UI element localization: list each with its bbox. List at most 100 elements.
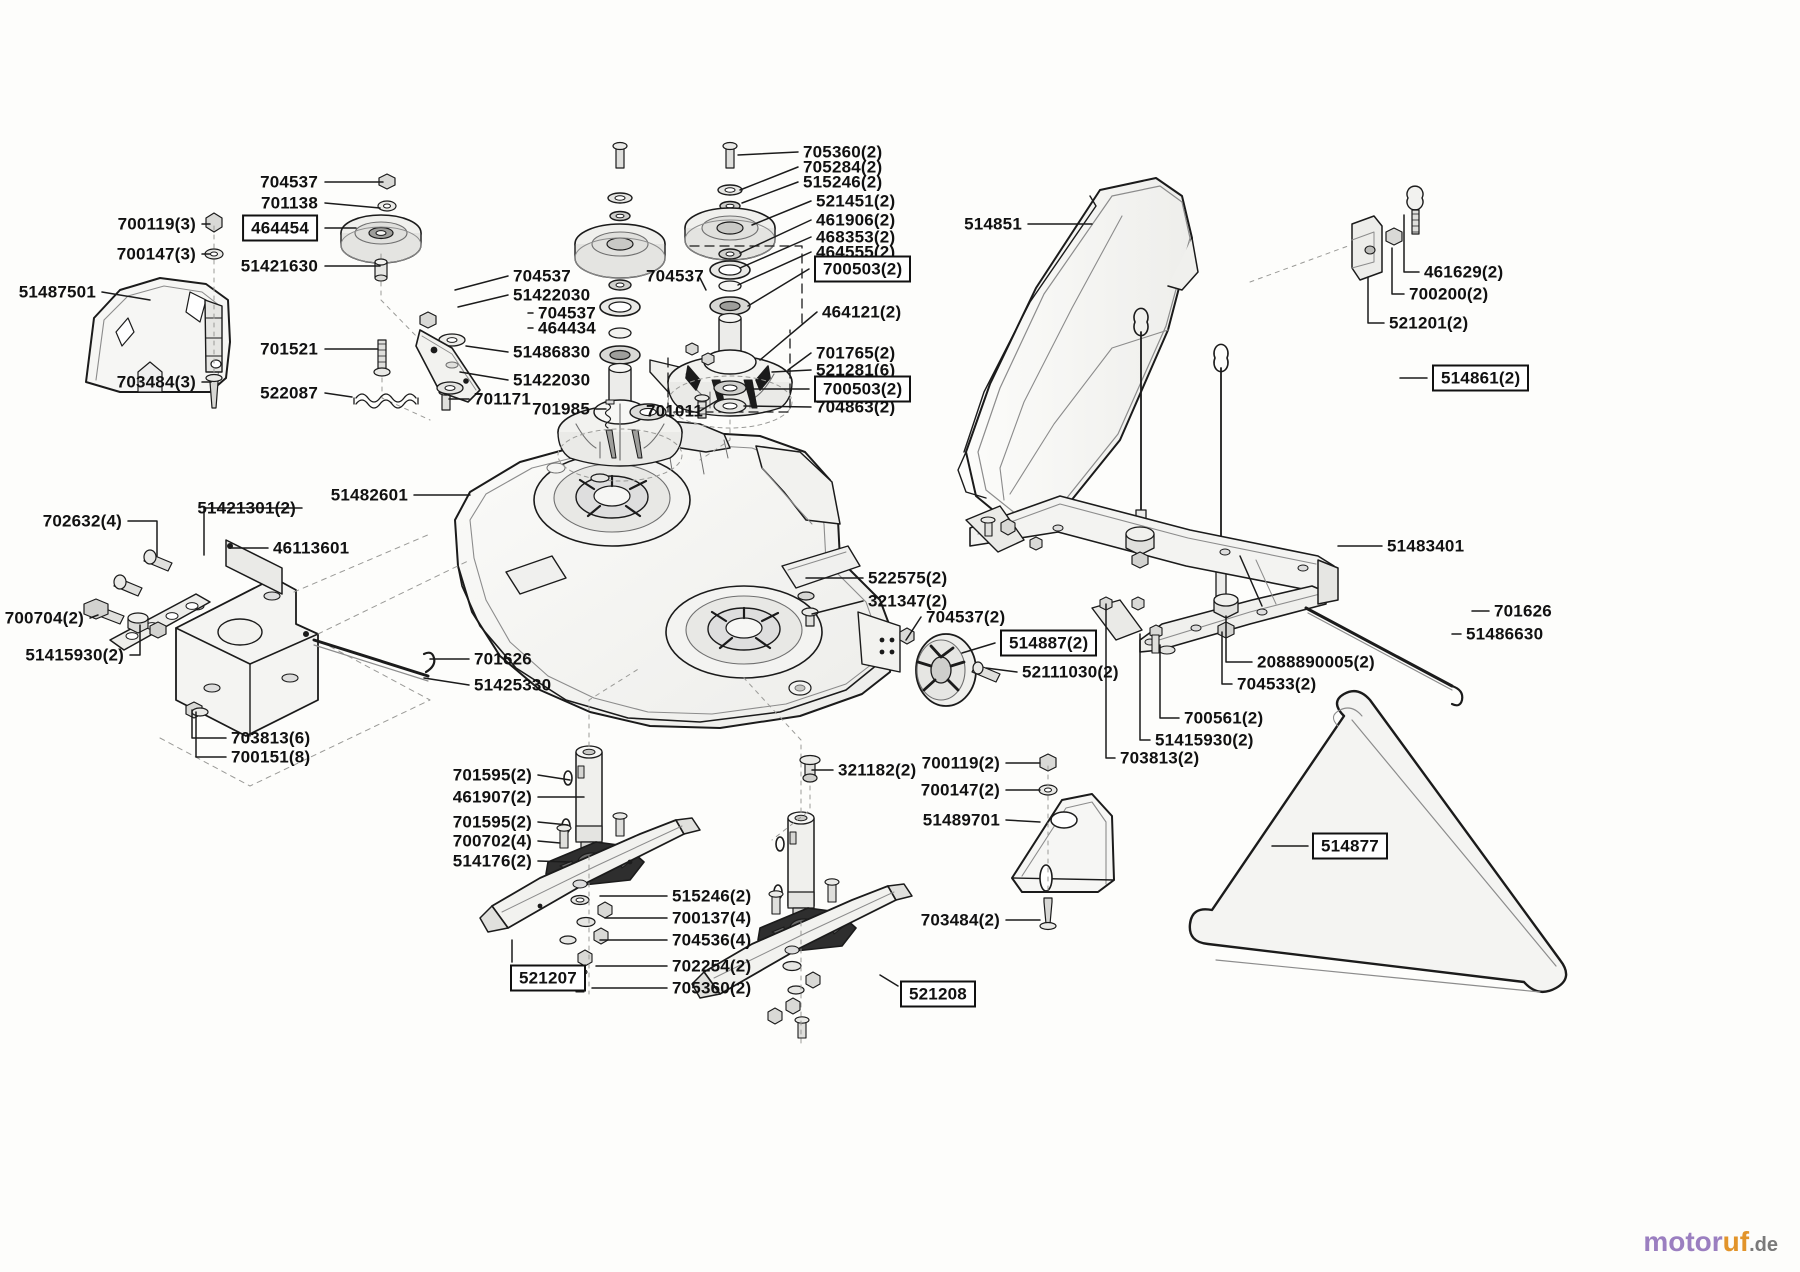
part-label-7034842[interactable]: 703484(2) bbox=[920, 910, 1000, 930]
part-label-701985[interactable]: 701985 bbox=[532, 399, 590, 419]
part-label-7053602[interactable]: 705360(2) bbox=[672, 978, 752, 998]
part-label-51425330[interactable]: 51425330 bbox=[474, 675, 552, 695]
part-label-5152462[interactable]: 515246(2) bbox=[803, 172, 883, 192]
part-label-7034843[interactable]: 703484(3) bbox=[116, 372, 196, 392]
part-label-3211822[interactable]: 321182(2) bbox=[838, 760, 917, 780]
part-label-7053602[interactable]: 705360(2) bbox=[803, 142, 883, 162]
leader-line bbox=[537, 821, 569, 826]
leader-line bbox=[203, 507, 303, 556]
part-label-7001472[interactable]: 700147(2) bbox=[920, 780, 1000, 800]
part-label-51422030[interactable]: 51422030 bbox=[513, 285, 591, 305]
part-label-704537[interactable]: 704537 bbox=[538, 303, 596, 323]
part-label-701138[interactable]: 701138 bbox=[261, 193, 318, 213]
leader-line bbox=[747, 268, 810, 307]
part-label-704537[interactable]: 704537 bbox=[260, 172, 318, 192]
part-label-7017652[interactable]: 701765(2) bbox=[816, 343, 896, 363]
part-label-3213472[interactable]: 321347(2) bbox=[868, 591, 948, 611]
part-label-51487501[interactable]: 51487501 bbox=[18, 282, 96, 302]
part-label-46113601[interactable]: 46113601 bbox=[273, 538, 350, 558]
blade-assembly-right bbox=[691, 677, 913, 1047]
part-label-701626[interactable]: 701626 bbox=[1494, 601, 1552, 621]
watermark: motoruf.de bbox=[1643, 1226, 1778, 1258]
part-label-7045364[interactable]: 704536(4) bbox=[672, 930, 752, 950]
part-label-51483401[interactable]: 51483401 bbox=[1387, 536, 1465, 556]
part-label-7001192[interactable]: 700119(2) bbox=[921, 753, 1000, 773]
part-label-7005612[interactable]: 700561(2) bbox=[1184, 708, 1264, 728]
part-label-464434[interactable]: 464434 bbox=[538, 318, 596, 338]
part-label-7038132[interactable]: 703813(2) bbox=[1120, 748, 1200, 768]
part-label-514159302[interactable]: 51415930(2) bbox=[1155, 730, 1254, 750]
leader-line bbox=[1225, 615, 1253, 663]
part-label-4616292[interactable]: 461629(2) bbox=[1424, 262, 1504, 282]
part-label-5152462[interactable]: 515246(2) bbox=[672, 886, 752, 906]
part-label-4683532[interactable]: 468353(2) bbox=[816, 227, 896, 247]
part-label-521207[interactable]: 521207 bbox=[510, 964, 586, 992]
part-label-701521[interactable]: 701521 bbox=[260, 339, 318, 359]
leader-line bbox=[737, 151, 799, 156]
part-label-514159302[interactable]: 51415930(2) bbox=[25, 645, 124, 665]
part-label-7052842[interactable]: 705284(2) bbox=[803, 157, 883, 177]
part-label-514851[interactable]: 514851 bbox=[964, 214, 1022, 234]
part-label-7015952[interactable]: 701595(2) bbox=[452, 812, 532, 832]
part-label-51422030[interactable]: 51422030 bbox=[513, 370, 591, 390]
part-label-704537[interactable]: 704537 bbox=[646, 266, 704, 286]
leader-line bbox=[537, 774, 571, 781]
part-label-701171[interactable]: 701171 bbox=[474, 389, 531, 409]
leader-line bbox=[454, 275, 509, 291]
leader-line bbox=[537, 860, 571, 863]
part-label-7007042[interactable]: 700704(2) bbox=[4, 608, 84, 628]
part-label-7001518[interactable]: 700151(8) bbox=[231, 747, 311, 767]
part-label-5141762[interactable]: 514176(2) bbox=[452, 851, 532, 871]
part-label-7001193[interactable]: 700119(3) bbox=[117, 214, 196, 234]
part-label-51421630[interactable]: 51421630 bbox=[240, 256, 318, 276]
part-label-7045332[interactable]: 704533(2) bbox=[1237, 674, 1317, 694]
leader-line bbox=[129, 624, 141, 656]
part-label-5225752[interactable]: 522575(2) bbox=[868, 568, 948, 588]
part-label-7007024[interactable]: 700702(4) bbox=[452, 831, 532, 851]
leader-line bbox=[324, 392, 353, 398]
part-label-521208[interactable]: 521208 bbox=[900, 980, 976, 1008]
part-label-4641212[interactable]: 464121(2) bbox=[822, 302, 902, 322]
leader-line bbox=[1005, 819, 1041, 823]
part-label-7015952[interactable]: 701595(2) bbox=[452, 765, 532, 785]
part-label-5214512[interactable]: 521451(2) bbox=[816, 191, 896, 211]
part-label-701011[interactable]: 701011 bbox=[646, 401, 703, 421]
leader-line bbox=[101, 291, 151, 301]
part-label-701626[interactable]: 701626 bbox=[474, 649, 532, 669]
part-label-51489701[interactable]: 51489701 bbox=[922, 810, 1000, 830]
part-label-514213012[interactable]: 51421301(2) bbox=[197, 498, 296, 518]
part-label-7005032[interactable]: 700503(2) bbox=[814, 375, 912, 403]
part-label-514877[interactable]: 514877 bbox=[1312, 832, 1388, 860]
part-label-7026324[interactable]: 702632(4) bbox=[42, 511, 122, 531]
part-label-7001473[interactable]: 700147(3) bbox=[116, 244, 196, 264]
part-label-7001374[interactable]: 700137(4) bbox=[672, 908, 752, 928]
part-label-51486830[interactable]: 51486830 bbox=[513, 342, 591, 362]
part-label-51482601[interactable]: 51482601 bbox=[330, 485, 408, 505]
leader-line bbox=[537, 840, 561, 844]
part-label-51486630[interactable]: 51486630 bbox=[1466, 624, 1544, 644]
part-label-521110302[interactable]: 52111030(2) bbox=[1022, 662, 1119, 682]
part-label-7022542[interactable]: 702254(2) bbox=[672, 956, 752, 976]
leader-line bbox=[1403, 214, 1420, 273]
part-label-5212012[interactable]: 521201(2) bbox=[1389, 313, 1469, 333]
part-label-20888900052[interactable]: 2088890005(2) bbox=[1257, 652, 1375, 672]
part-label-4619062[interactable]: 461906(2) bbox=[816, 210, 896, 230]
part-label-7038136[interactable]: 703813(6) bbox=[231, 728, 311, 748]
part-label-5212816[interactable]: 521281(6) bbox=[816, 360, 896, 380]
part-label-7002002[interactable]: 700200(2) bbox=[1409, 284, 1489, 304]
part-label-5148872[interactable]: 514887(2) bbox=[1000, 629, 1098, 657]
part-label-4619072[interactable]: 461907(2) bbox=[452, 787, 532, 807]
part-label-5148612[interactable]: 514861(2) bbox=[1432, 364, 1530, 392]
leader-line bbox=[739, 236, 812, 269]
part-label-464454[interactable]: 464454 bbox=[242, 214, 318, 242]
part-label-704537[interactable]: 704537 bbox=[513, 266, 571, 286]
part-label-7005032[interactable]: 700503(2) bbox=[814, 255, 912, 283]
right-rod bbox=[1304, 606, 1464, 707]
leader-line bbox=[457, 294, 509, 308]
part-label-522087[interactable]: 522087 bbox=[260, 383, 318, 403]
leader-line bbox=[1221, 631, 1233, 685]
part-label-7048632[interactable]: 704863(2) bbox=[816, 397, 896, 417]
leader-line bbox=[905, 616, 922, 641]
part-label-7045372[interactable]: 704537(2) bbox=[926, 607, 1006, 627]
